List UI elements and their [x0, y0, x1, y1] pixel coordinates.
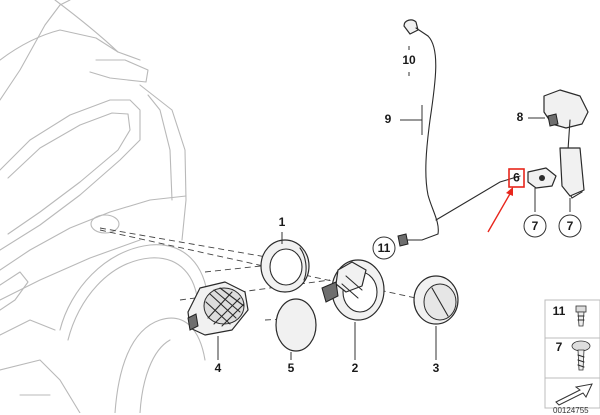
legend-label-7: 7	[556, 340, 563, 354]
part-10-cable-end	[403, 19, 429, 37]
highlight-box	[508, 168, 525, 188]
callout-7b: 7	[567, 219, 574, 233]
callout-11: 11	[378, 241, 391, 255]
callout-4: 4	[215, 361, 222, 375]
part-5-fuel-flap	[275, 298, 317, 352]
callout-6: 6	[513, 171, 520, 185]
callout-10: 10	[402, 53, 416, 67]
car-body-sketch	[0, 0, 209, 413]
document-number: 00124755	[553, 406, 589, 415]
part-3-fuel-cap	[413, 275, 459, 325]
part-9-release-cable	[404, 35, 521, 241]
clip-11-icon	[575, 305, 587, 327]
screw-7-icon	[571, 340, 591, 371]
callout-5: 5	[288, 361, 295, 375]
callout-9: 9	[385, 112, 392, 126]
callout-1: 1	[279, 215, 286, 229]
part-4-fuel-housing	[187, 281, 249, 336]
red-arrow-icon	[487, 187, 513, 233]
callout-8: 8	[517, 110, 524, 124]
callout-3: 3	[433, 361, 440, 375]
part-2-filler-insert	[321, 259, 385, 321]
part-8-actuator	[543, 89, 589, 199]
reference-arrow-icon	[555, 383, 593, 406]
part-11-clip	[397, 233, 409, 247]
legend-label-11: 11	[553, 304, 566, 318]
part-1-seal-ring	[260, 239, 310, 293]
callout-7a: 7	[532, 219, 539, 233]
hardware-legend: 11 7	[544, 299, 600, 409]
part-6-cable-holder	[527, 167, 557, 189]
callout-2: 2	[352, 361, 359, 375]
